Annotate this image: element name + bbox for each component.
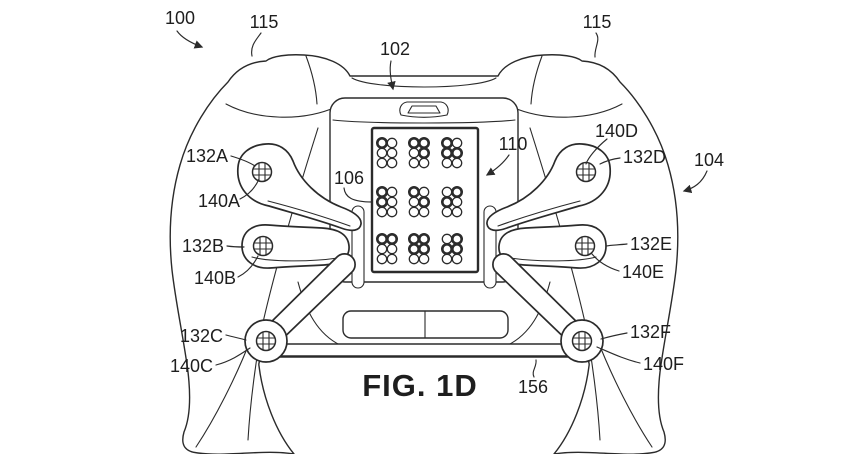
braille-dot-raised xyxy=(375,186,388,199)
figure-caption: FIG. 1D xyxy=(362,368,478,403)
braille-dot-flat xyxy=(441,253,453,265)
braille-dot-flat xyxy=(418,206,430,218)
braille-dot-flat xyxy=(441,186,453,198)
screw-140C[interactable] xyxy=(255,330,277,352)
paddle-132E-inner-line xyxy=(509,256,597,262)
label-100: 100 xyxy=(165,8,195,28)
label-102: 102 xyxy=(380,39,410,59)
label-132B: 132B xyxy=(182,236,224,256)
braille-dot-raised xyxy=(407,137,420,150)
screw-140F[interactable] xyxy=(571,330,593,352)
braille-dot-flat xyxy=(451,253,463,265)
braille-dot-flat xyxy=(451,157,463,169)
label-140B: 140B xyxy=(194,268,236,288)
paddle-132A-inner-line xyxy=(267,200,351,227)
connector-port xyxy=(399,101,449,118)
braille-dot-flat xyxy=(386,243,398,255)
braille-dot-raised xyxy=(417,243,430,256)
braille-dot-raised xyxy=(450,233,463,246)
label-140C: 140C xyxy=(170,356,213,376)
braille-dot-raised xyxy=(385,233,398,246)
braille-dot-raised xyxy=(417,233,430,246)
braille-dot-flat xyxy=(386,137,398,149)
braille-dot-flat xyxy=(408,196,420,208)
braille-dot-flat xyxy=(376,157,388,169)
label-115-left: 115 xyxy=(250,12,279,32)
braille-dot-flat xyxy=(386,157,398,169)
label-140E: 140E xyxy=(622,262,664,282)
label-132D: 132D xyxy=(623,147,666,167)
braille-dot-raised xyxy=(407,243,420,256)
braille-dot-raised xyxy=(450,186,463,199)
braille-dot-flat xyxy=(376,206,388,218)
braille-dot-raised xyxy=(440,243,453,256)
braille-dot-raised xyxy=(407,186,420,199)
paddle-132B-inner-line xyxy=(251,256,339,262)
braille-dot-flat xyxy=(441,206,453,218)
braille-dot-raised xyxy=(375,137,388,150)
braille-dot-flat xyxy=(376,243,388,255)
paddle-132C[interactable] xyxy=(244,253,356,363)
label-132E: 132E xyxy=(630,234,672,254)
braille-dot-flat xyxy=(386,186,398,198)
paddle-132E[interactable] xyxy=(498,224,607,269)
braille-dot-flat xyxy=(451,137,463,149)
label-115-right: 115 xyxy=(583,12,612,32)
battery-compartment xyxy=(342,310,509,339)
connector-port-inner xyxy=(407,105,441,114)
screw-140A[interactable] xyxy=(251,161,273,183)
braille-dot-raised xyxy=(375,196,388,209)
leader-lines xyxy=(176,30,708,378)
bottom-bar-156 xyxy=(275,343,573,357)
paddle-132B[interactable] xyxy=(241,224,350,269)
braille-dot-flat xyxy=(418,186,430,198)
braille-dot-flat xyxy=(386,196,398,208)
screw-140D[interactable] xyxy=(575,161,597,183)
screw-140B[interactable] xyxy=(252,235,274,257)
braille-dot-flat xyxy=(408,157,420,169)
braille-dot-raised xyxy=(375,233,388,246)
braille-dot-flat xyxy=(441,233,453,245)
braille-dot-flat xyxy=(451,206,463,218)
braille-dot-raised xyxy=(417,147,430,160)
label-132F: 132F xyxy=(630,322,671,342)
braille-dot-flat xyxy=(408,147,420,159)
braille-dots xyxy=(375,137,463,265)
screw-140E[interactable] xyxy=(574,235,596,257)
label-106: 106 xyxy=(334,168,364,188)
braille-dot-raised xyxy=(450,147,463,160)
braille-dot-flat xyxy=(376,253,388,265)
braille-dot-raised xyxy=(450,243,463,256)
label-140A: 140A xyxy=(198,191,240,211)
label-140D: 140D xyxy=(595,121,638,141)
braille-dot-flat xyxy=(441,157,453,169)
braille-dot-raised xyxy=(417,137,430,150)
braille-dot-flat xyxy=(386,253,398,265)
top-bumper-bridge xyxy=(225,55,623,118)
braille-dot-flat xyxy=(451,196,463,208)
braille-dot-flat xyxy=(386,206,398,218)
paddle-132D-inner-line xyxy=(497,200,581,227)
label-140F: 140F xyxy=(643,354,684,374)
braille-dot-flat xyxy=(376,147,388,159)
braille-dot-raised xyxy=(407,233,420,246)
label-110: 110 xyxy=(499,134,528,154)
braille-dot-flat xyxy=(408,206,420,218)
braille-dot-raised xyxy=(440,147,453,160)
braille-dot-flat xyxy=(408,253,420,265)
braille-dot-raised xyxy=(440,196,453,209)
reference-labels: 100 115 102 115 106 110 104 132A 140A 13… xyxy=(165,8,724,397)
label-156: 156 xyxy=(518,377,548,397)
label-104: 104 xyxy=(694,150,724,170)
braille-dot-flat xyxy=(418,157,430,169)
label-132C: 132C xyxy=(180,326,223,346)
braille-dot-flat xyxy=(386,147,398,159)
braille-dot-flat xyxy=(418,253,430,265)
braille-dot-raised xyxy=(417,196,430,209)
label-132A: 132A xyxy=(186,146,228,166)
braille-dot-raised xyxy=(440,137,453,150)
